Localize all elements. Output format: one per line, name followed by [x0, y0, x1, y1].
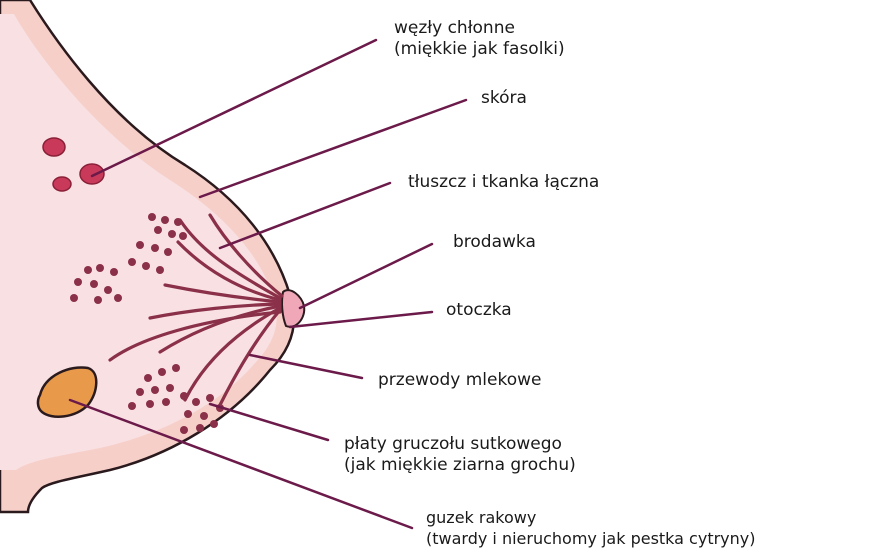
- label-tumor-line2: (twardy i nieruchomy jak pestka cytryny): [426, 529, 756, 548]
- label-nipple-line1: brodawka: [453, 232, 536, 252]
- label-lymph-nodes-line1: węzły chłonne: [394, 18, 515, 38]
- label-skin: skóra: [481, 88, 527, 109]
- label-lobes-line2: (jak miękkie ziarna grochu): [344, 455, 576, 475]
- nipple-shape: [281, 289, 306, 328]
- label-fat: tłuszcz i tkanka łączna: [408, 172, 599, 193]
- label-fat-line1: tłuszcz i tkanka łączna: [408, 172, 600, 192]
- label-lymph-nodes-line2: (miękkie jak fasolki): [394, 39, 565, 59]
- lobules-upper: [70, 213, 187, 304]
- label-ducts-line1: przewody mlekowe: [378, 370, 542, 390]
- milk-ducts: [108, 213, 284, 407]
- label-lobes-line1: płaty gruczołu sutkowego: [344, 434, 562, 454]
- label-lobes: płaty gruczołu sutkowego (jak miękkie zi…: [344, 434, 576, 476]
- label-ducts: przewody mlekowe: [378, 370, 541, 391]
- leader-lines: [68, 38, 468, 530]
- label-skin-line1: skóra: [481, 88, 527, 108]
- lobules-lower: [128, 364, 224, 434]
- label-areola-line1: otoczka: [446, 300, 512, 320]
- lymph-nodes: [42, 137, 105, 192]
- label-nipple: brodawka: [453, 232, 536, 253]
- label-lymph-nodes: węzły chłonne (miękkie jak fasolki): [394, 18, 565, 60]
- label-tumor-line1: guzek rakowy: [426, 508, 537, 527]
- label-areola: otoczka: [446, 300, 512, 321]
- label-tumor: guzek rakowy (twardy i nieruchomy jak pe…: [426, 507, 755, 549]
